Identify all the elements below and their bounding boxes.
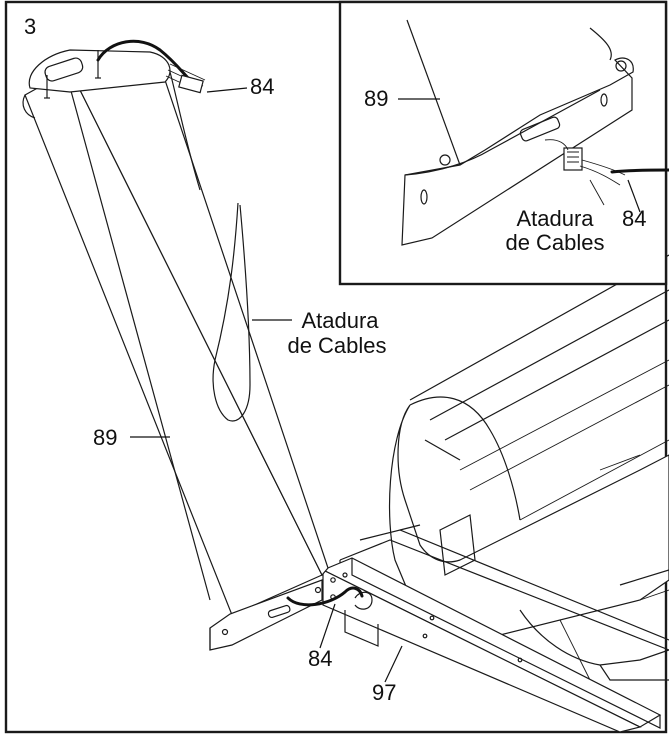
inset-panel	[338, 0, 669, 286]
part-label-89: 89	[93, 425, 118, 450]
inset-wire-tie-label-line2: de Cables	[505, 230, 605, 255]
diagram-border	[4, 0, 668, 734]
wire-tie-label-line2: de Cables	[287, 333, 387, 358]
upright-89	[22, 49, 329, 651]
part-label-84-connector: 84	[250, 74, 275, 99]
inset-part-label-89: 89	[364, 86, 389, 111]
part-label-97: 97	[372, 680, 397, 705]
part-label-84-bottom: 84	[308, 646, 333, 671]
step-number: 3	[24, 14, 37, 39]
inset-part-label-84: 84	[622, 206, 647, 231]
base-bar-97	[321, 557, 662, 733]
inset-wire-tie-label-line1: Atadura	[516, 206, 594, 231]
leader-lines	[130, 87, 641, 683]
wire-84	[96, 39, 364, 607]
wire-tie-label-line1: Atadura	[301, 308, 379, 333]
treadmill-base	[339, 254, 669, 681]
